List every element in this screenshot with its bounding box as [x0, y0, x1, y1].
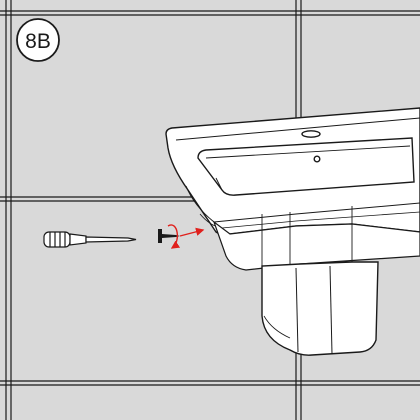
insert-arrow-icon	[179, 227, 205, 237]
semi-pedestal	[261, 261, 379, 356]
step-badge: 8B	[16, 18, 60, 62]
rotate-arrow-icon	[167, 224, 181, 249]
washbasin	[165, 107, 420, 271]
screw-icon	[158, 229, 180, 243]
screwdriver-icon	[43, 231, 137, 248]
step-label: 8B	[25, 30, 51, 53]
